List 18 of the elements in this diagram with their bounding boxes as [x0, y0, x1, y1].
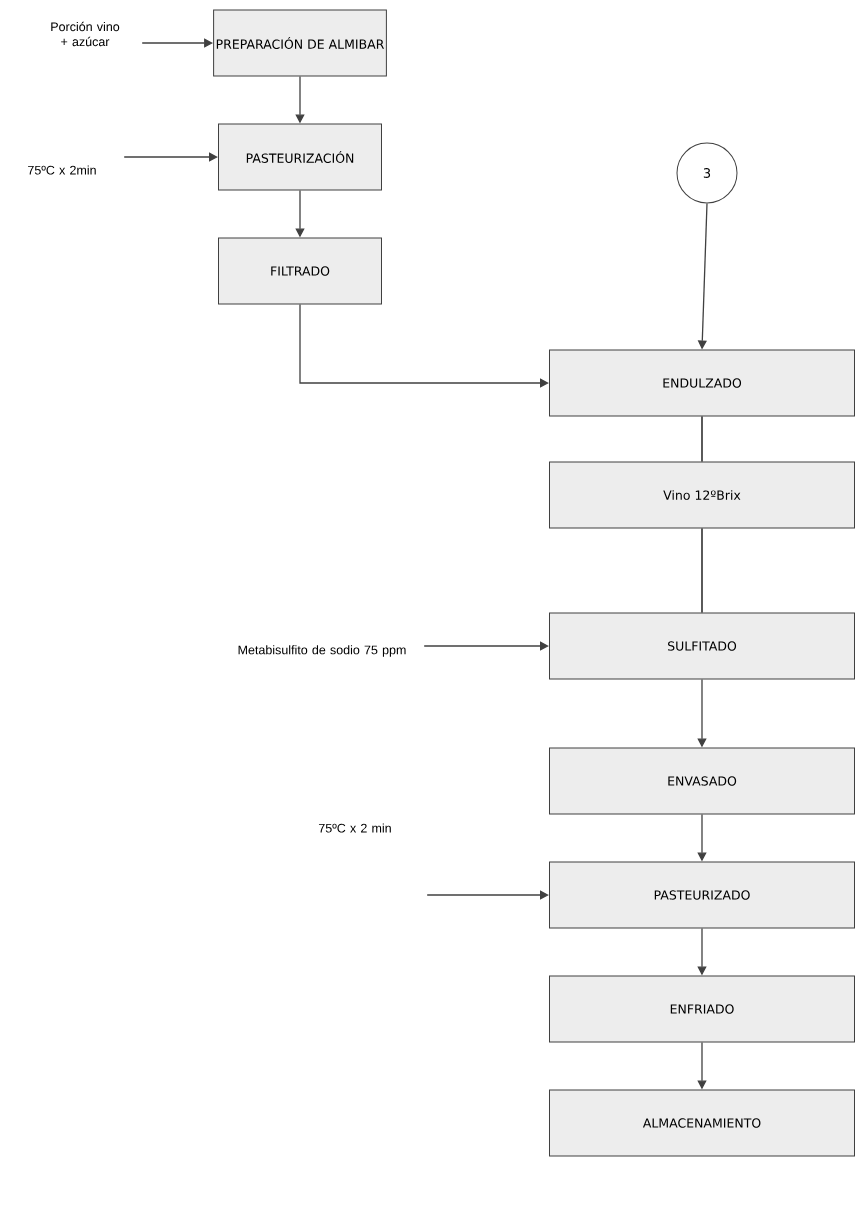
arrow — [299, 303, 549, 388]
process-box: PASTEURIZACIÓN — [218, 123, 382, 191]
input-label: 75ºC x 2min — [28, 165, 96, 175]
process-box: ENFRIADO — [549, 975, 855, 1043]
process-box: FILTRADO — [218, 237, 382, 305]
process-box: PREPARACIÓN DE ALMIBAR — [213, 9, 387, 77]
input-label: Porción vino + azúcar — [51, 21, 120, 47]
input-label: 75ºC x 2 min — [318, 823, 391, 833]
process-box: ENDULZADO — [549, 349, 855, 417]
process-box: Vino 12ºBrix — [549, 461, 855, 529]
process-box: PASTEURIZADO — [549, 861, 855, 929]
arrow — [123, 152, 218, 162]
process-box: ENVASADO — [549, 747, 855, 815]
arrow — [423, 641, 549, 651]
process-box: SULFITADO — [549, 612, 855, 680]
input-label: Metabisulfito de sodio 75 ppm — [238, 645, 406, 657]
process-box: ALMACENAMIENTO — [549, 1089, 855, 1157]
arrow — [426, 890, 549, 900]
